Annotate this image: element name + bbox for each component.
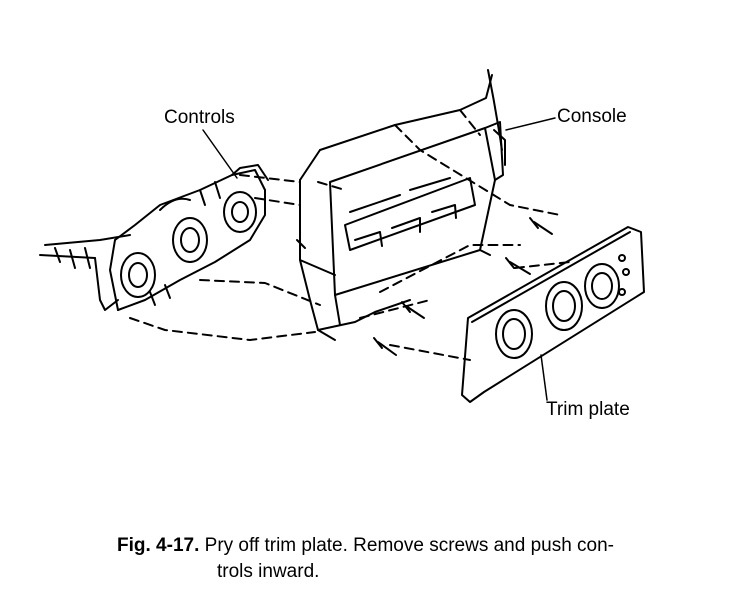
console-panel [299, 69, 506, 341]
label-trim-plate: Trim plate [546, 399, 630, 420]
label-console: Console [557, 106, 627, 127]
controls-assembly [39, 164, 269, 311]
label-controls: Controls [164, 107, 235, 128]
leader-lines [202, 117, 556, 401]
caption-line-2: trols inward. [217, 561, 320, 582]
assembly-lines [129, 109, 571, 361]
figure-caption: Fig. 4-17. Pry off trim plate. Remove sc… [117, 533, 697, 585]
screws [296, 217, 553, 356]
figure-number: Fig. 4-17. [117, 535, 200, 556]
caption-line-1: Pry off trim plate. Remove screws and pu… [204, 535, 615, 556]
trim-plate [461, 226, 645, 403]
